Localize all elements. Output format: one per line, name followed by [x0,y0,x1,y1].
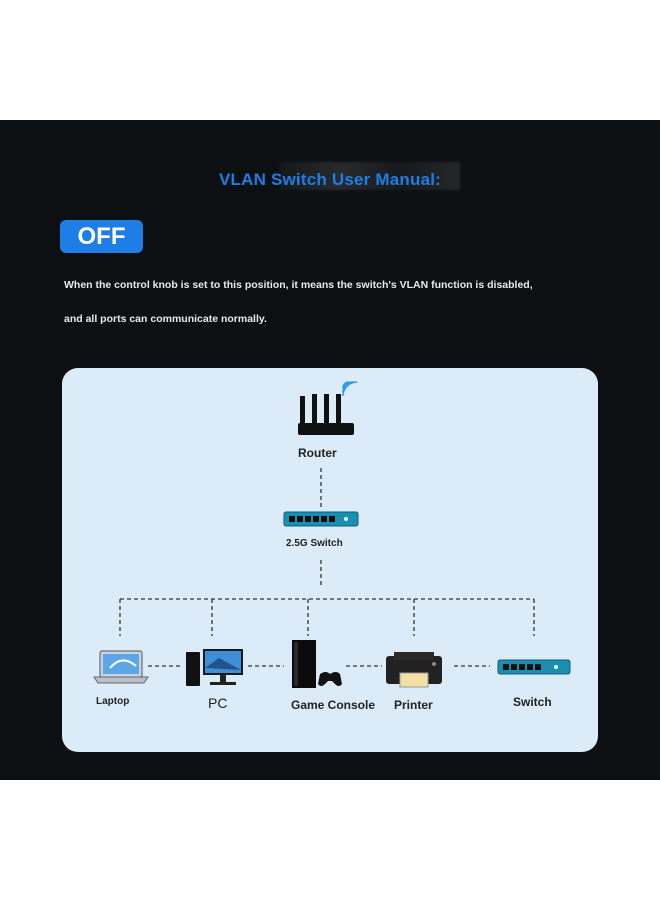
topology-svg [93,381,571,688]
description-line-1: When the control knob is set to this pos… [64,279,533,291]
blurred-text-overlay [280,162,460,190]
core-switch-label: 2.5G Switch [286,538,343,549]
game-console-label: Game Console [291,698,376,712]
off-badge: OFF [60,220,143,253]
laptop-label: Laptop [96,696,130,707]
network-diagram: Router 2.5G Switch Laptop PC Game Consol… [62,368,598,752]
manual-title: VLAN Switch User Manual: [218,170,442,189]
description-line-2: and all ports can communicate normally. [64,313,267,325]
pc-label: PC [208,695,228,711]
printer-icon [386,652,442,688]
pc-icon [186,649,243,686]
router-icon [298,381,358,435]
connection-lines [119,468,535,667]
laptop-icon [93,650,149,684]
switch-icon [497,659,571,675]
game-console-icon [292,640,342,688]
printer-label: Printer [394,698,433,712]
switch-25g-icon [283,511,359,527]
switch-label: Switch [513,695,552,709]
router-label: Router [298,446,337,460]
